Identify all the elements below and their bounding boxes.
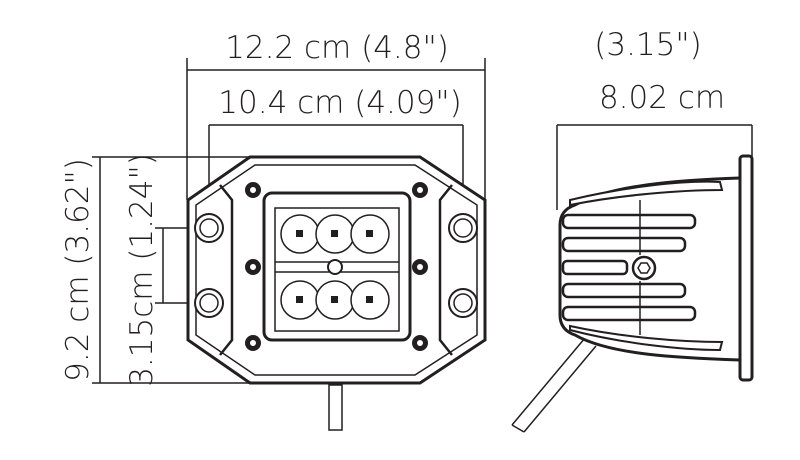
led-lenses (280, 214, 390, 320)
center-vent (327, 259, 343, 275)
overall-height-label: 9.2 cm (3.62") (60, 158, 96, 382)
hole-spacing-width-label: 10.4 cm (4.09") (218, 85, 461, 121)
mounting-holes (194, 213, 478, 318)
side-dimension-lines (556, 124, 753, 210)
depth-inches-label: (3.15") (594, 27, 701, 63)
overall-width-label: 12.2 cm (4.8") (225, 30, 449, 66)
depth-cm-label: 8.02 cm (599, 80, 725, 116)
cable (328, 384, 343, 431)
front-dimension-lines (92, 58, 486, 384)
side-view-light (511, 154, 754, 433)
front-view-light (186, 155, 487, 431)
side-bolt (631, 255, 657, 281)
hole-spacing-height-label: 3.15cm (1.24") (124, 153, 160, 387)
mounting-flange (738, 154, 754, 382)
cooling-fins (561, 180, 724, 352)
